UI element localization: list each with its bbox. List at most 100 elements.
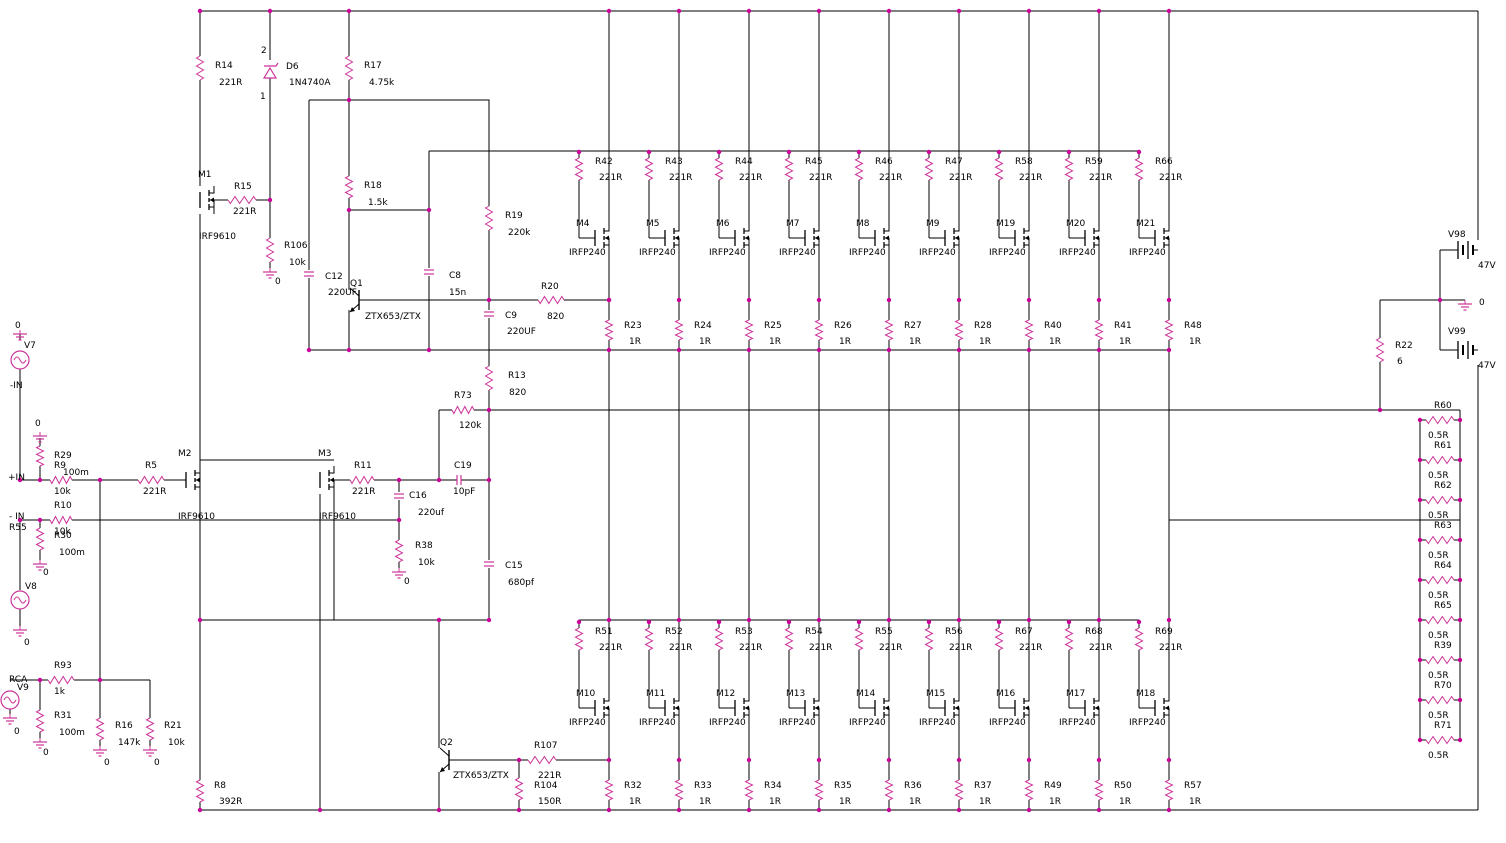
mosfet-M10 <box>594 694 610 722</box>
junction-dot <box>606 807 612 813</box>
gate-resistor-R56 <box>924 627 934 651</box>
junction-dot <box>886 617 892 623</box>
junction-dot <box>956 347 962 353</box>
junction-dot <box>516 757 522 763</box>
value-M14: IRFP240 <box>849 718 886 728</box>
value-R21: 10k <box>168 738 185 748</box>
resistor-R8 <box>195 779 205 803</box>
junction-dot <box>606 617 612 623</box>
value-R93: 1k <box>54 687 66 697</box>
mosfet-M15 <box>944 694 960 722</box>
junction-dot <box>1457 417 1463 423</box>
junction-dot <box>436 807 442 813</box>
label-R63: R63 <box>1434 521 1452 531</box>
label-R16: R16 <box>115 721 133 731</box>
ground-right <box>1458 300 1472 311</box>
label-R14: R14 <box>215 61 233 71</box>
mosfet-M5 <box>664 224 680 252</box>
resistor-R15 <box>227 195 257 205</box>
value-R29: 100m <box>63 468 89 478</box>
value-R30: 100m <box>59 548 85 558</box>
label-V7-top: 0 <box>15 321 21 331</box>
value-R44: 221R <box>739 173 762 183</box>
label-R55: R55 <box>875 627 893 637</box>
junction-dot <box>267 8 273 14</box>
junction-dot <box>856 149 862 155</box>
junction-dot <box>816 617 822 623</box>
resistor-R93 <box>47 675 75 685</box>
junction-dot <box>346 8 352 14</box>
label-R38: R38 <box>415 541 433 551</box>
label-R65: R65 <box>1434 601 1452 611</box>
junction-dot <box>317 807 323 813</box>
resistor-R30 <box>35 527 45 551</box>
value-R71: 0.5R <box>1428 751 1449 761</box>
resistor-R29 <box>35 445 45 467</box>
value-M20: IRFP240 <box>1059 248 1096 258</box>
value-R32: 1R <box>629 797 641 807</box>
value-R107: 221R <box>538 771 561 781</box>
junction-dot <box>516 807 522 813</box>
junction-dot <box>606 297 612 303</box>
junction-dot <box>396 517 402 523</box>
junction-dot <box>97 677 103 683</box>
junction-dot <box>1457 617 1463 623</box>
value-R42: 221R <box>599 173 622 183</box>
gate-resistor-R67 <box>994 627 1004 651</box>
gate-resistor-R46 <box>854 157 864 181</box>
junction-dot <box>816 757 822 763</box>
label-R15: R15 <box>234 182 252 192</box>
value-M6: IRFP240 <box>709 248 746 258</box>
junction-dot <box>996 619 1002 625</box>
resistor-R73 <box>451 405 475 415</box>
label-D6: D6 <box>286 62 299 72</box>
value-R33: 1R <box>699 797 711 807</box>
label-R48: R48 <box>1184 321 1202 331</box>
label-R30: R30 <box>54 531 72 541</box>
junction-dot <box>926 149 932 155</box>
label-R50: R50 <box>1114 781 1132 791</box>
junction-dot <box>1026 8 1032 14</box>
value-M10: IRFP240 <box>569 718 606 728</box>
mosfet-M14 <box>874 694 890 722</box>
label-M1: M1 <box>198 170 212 180</box>
junction-dot <box>267 197 273 203</box>
label-R13: R13 <box>508 371 526 381</box>
label-V7: V7 <box>24 341 36 351</box>
value-R52: 221R <box>669 643 692 653</box>
gate-resistor-R68 <box>1064 627 1074 651</box>
value-R39: 0.5R <box>1428 671 1449 681</box>
label-C15: C15 <box>505 561 523 571</box>
label-R56: R56 <box>945 627 963 637</box>
label-R33: R33 <box>694 781 712 791</box>
label-R20: R20 <box>541 282 559 292</box>
junction-dot <box>1417 617 1423 623</box>
junction-dot <box>1417 657 1423 663</box>
label-M8: M8 <box>856 219 870 229</box>
value-M13: IRFP240 <box>779 718 816 728</box>
label-R44: R44 <box>735 157 753 167</box>
junction-dot <box>956 757 962 763</box>
label-R68: R68 <box>1085 627 1103 637</box>
gnd-label-f: 0 <box>14 727 20 737</box>
value-M4: IRFP240 <box>569 248 606 258</box>
value-M8: IRFP240 <box>849 248 886 258</box>
label-R47: R47 <box>945 157 963 167</box>
junction-dot <box>996 149 1002 155</box>
value-M18: IRFP240 <box>1129 718 1166 728</box>
label-R64: R64 <box>1434 561 1452 571</box>
value-R28: 1R <box>979 337 991 347</box>
label-M14: M14 <box>856 689 875 699</box>
value-R53: 221R <box>739 643 762 653</box>
resistor-R16 <box>95 717 105 741</box>
gate-resistor-R54 <box>784 627 794 651</box>
value-R66: 221R <box>1159 173 1182 183</box>
junction-dot <box>1026 297 1032 303</box>
resistor-R9 <box>49 475 73 485</box>
gnd-label-h: 0 <box>104 758 110 768</box>
label-M3: M3 <box>318 449 332 459</box>
label-R5: R5 <box>145 461 157 471</box>
value-R13: 820 <box>509 388 526 398</box>
label-R107: R107 <box>534 741 557 751</box>
